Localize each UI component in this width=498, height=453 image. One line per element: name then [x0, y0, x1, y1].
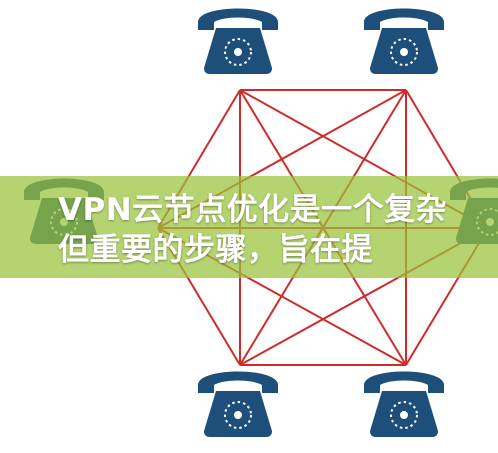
telephone-icon	[364, 8, 444, 74]
caption-banner: VPN云节点优化是一个复杂但重要的步骤，旨在提	[0, 176, 498, 278]
caption-text: VPN云节点优化是一个复杂但重要的步骤，旨在提	[58, 192, 448, 268]
telephone-icon	[198, 8, 278, 74]
telephone-icon	[198, 371, 278, 437]
telephone-icon	[364, 371, 444, 437]
